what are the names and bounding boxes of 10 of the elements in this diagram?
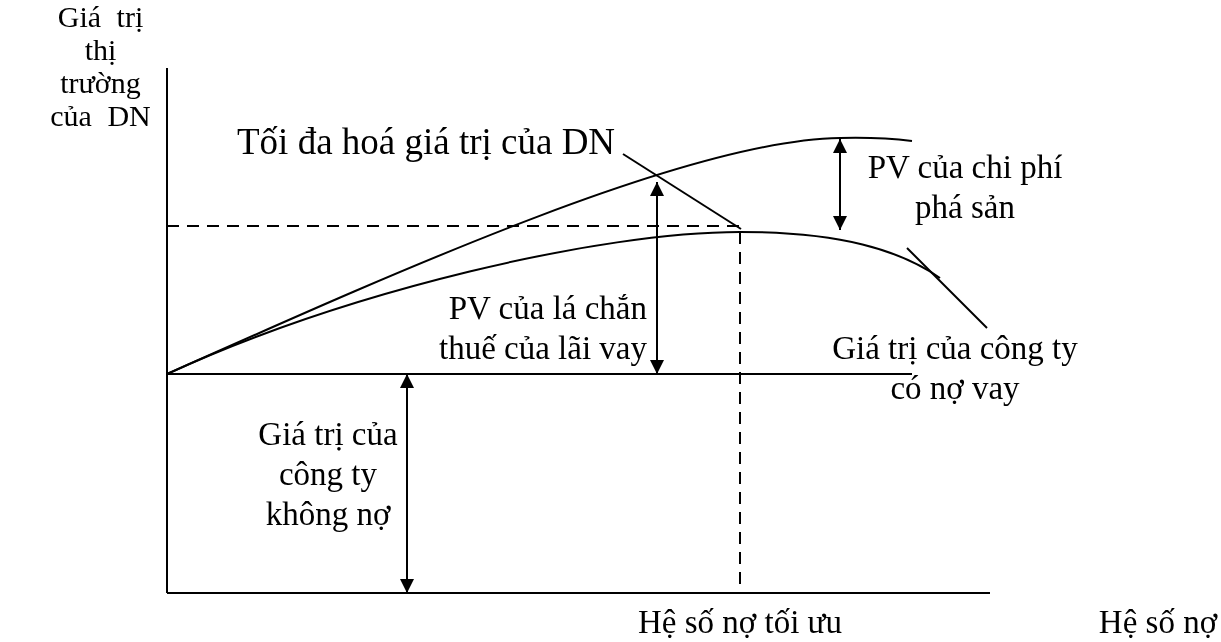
leader-line: [622, 153, 742, 230]
curve-label: Giá trị của công ty có nợ vay: [830, 328, 1080, 408]
axis-title: Hệ số nợ: [1097, 603, 1219, 642]
measure-label: PV của lá chắn thuế của lãi vay: [438, 289, 647, 368]
axis-label: Hệ số nợ tối ưu: [637, 603, 843, 642]
curve-label: Tối đa hoá giá trị của DN: [237, 122, 623, 162]
leader-line: [906, 247, 988, 329]
axis-title: Giá trị thị trường của DN: [49, 0, 152, 132]
measure-label: PV của chi phí phá sản: [866, 148, 1064, 227]
measure-label: Giá trị của công ty không nợ: [257, 415, 399, 534]
